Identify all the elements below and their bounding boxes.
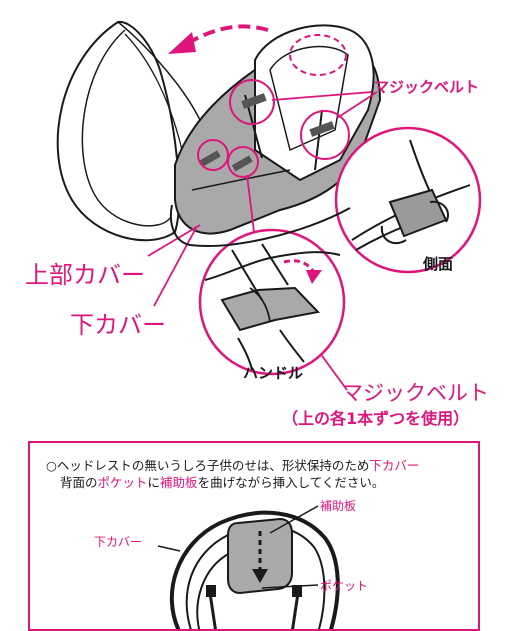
notice-text: ○ヘッドレストの無いうしろ子供のせは、形状保持のため下カバー 背面のポケットに補…	[46, 457, 471, 491]
child-seat-drawing	[174, 24, 382, 235]
handle-detail	[198, 228, 346, 376]
side-view-detail	[334, 126, 482, 274]
label-lower-cover: 下カバー	[70, 311, 166, 339]
notice-line-2: 背面のポケットに補助板を曲げながら挿入してください。	[60, 475, 385, 490]
label-upper-cover: 上部カバー	[25, 261, 145, 289]
notice-box: ○ヘッドレストの無いうしろ子供のせは、形状保持のため下カバー 背面のポケットに補…	[28, 441, 480, 631]
notice-line-1: ○ヘッドレストの無いうしろ子供のせは、形状保持のため下カバー	[46, 458, 420, 473]
rotate-arrow-icon	[189, 24, 269, 44]
upper-cover-drawing	[56, 20, 201, 242]
pocket-illustration	[157, 505, 340, 629]
inset-label-support-board: 補助板	[320, 499, 357, 513]
inset-label-pocket: ポケット	[320, 579, 369, 593]
label-velcro-top: マジックベルト	[374, 78, 480, 96]
down-arrow-icon	[252, 569, 268, 583]
label-velcro-bottom: マジックベルト	[342, 381, 489, 405]
highlight-circles	[197, 79, 350, 178]
label-side-view: 側面	[423, 255, 454, 273]
label-handle: ハンドル	[243, 364, 304, 382]
label-velcro-note: （上の各1本ずつを使用）	[282, 409, 470, 428]
inset-label-lower-cover: 下カバー	[94, 535, 143, 549]
main-illustration	[56, 20, 482, 391]
arrow-head-icon	[168, 32, 196, 54]
lower-cover-drawing	[170, 204, 351, 247]
